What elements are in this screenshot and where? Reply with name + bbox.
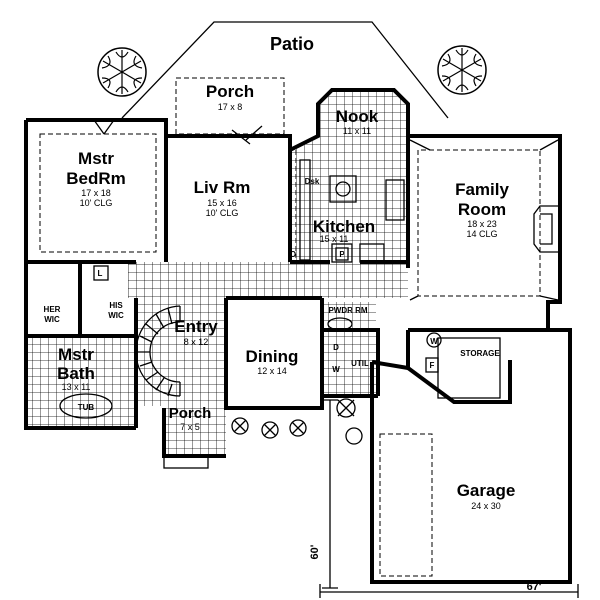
linen-label: L xyxy=(98,269,103,278)
tree-right-icon xyxy=(437,45,487,95)
kitchen-label: Kitchen xyxy=(313,217,375,236)
storage-label: STORAGE xyxy=(460,349,500,358)
rear-porch-label: Porch xyxy=(206,82,254,101)
liv-rm-ceiling: 10' CLG xyxy=(206,208,239,218)
family-label-2: Room xyxy=(458,200,506,219)
family-label-1: Family xyxy=(455,180,509,199)
her-wic-label-2: WIC xyxy=(44,315,60,324)
nook-label: Nook xyxy=(336,107,379,126)
oven-label: O xyxy=(290,250,296,259)
pantry-box xyxy=(335,247,349,261)
tree-left-icon xyxy=(97,47,147,97)
util-floor-tile xyxy=(324,302,376,396)
dsk-label: Dsk xyxy=(305,177,320,186)
his-wic-label-2: WIC xyxy=(108,311,124,320)
room-labels: Patio Porch 17 x 8 Nook 11 x 11 Mstr Bed… xyxy=(44,34,542,593)
mstr-bath-label-1: Mstr xyxy=(58,345,94,364)
garage-label: Garage xyxy=(457,481,516,500)
front-walk xyxy=(163,455,209,469)
tub-fixture xyxy=(59,393,113,419)
entry-floor-tile xyxy=(136,298,226,406)
dining-label: Dining xyxy=(246,347,299,366)
nook-size: 11 x 11 xyxy=(343,126,371,136)
washer-circle xyxy=(426,332,442,348)
family-size: 18 x 23 xyxy=(467,219,497,229)
entry-size: 8 x 12 xyxy=(184,337,209,347)
front-porch-tile xyxy=(164,398,226,456)
linen-box xyxy=(93,265,109,281)
mstr-bath-label-2: Bath xyxy=(57,364,95,383)
furnace-label: F xyxy=(430,361,435,370)
mstr-bed-label-1: Mstr xyxy=(78,149,114,168)
family-ceiling: 14 CLG xyxy=(466,229,497,239)
entry-label: Entry xyxy=(174,317,218,336)
width-dimension: 67' xyxy=(527,581,542,593)
garage-size: 24 x 30 xyxy=(471,501,501,511)
patio-label: Patio xyxy=(270,34,314,54)
dimension-lines xyxy=(319,399,579,598)
mstr-bed-label-2: BedRm xyxy=(66,169,126,188)
her-wic-label-1: HER xyxy=(44,305,61,314)
mstr-bed-ceiling: 10' CLG xyxy=(80,198,113,208)
util-label: UTIL xyxy=(351,359,369,368)
front-shrubs xyxy=(231,398,363,445)
dining-size: 12 x 14 xyxy=(257,366,287,376)
pwdr-sink-icon xyxy=(327,317,353,331)
spiral-stair-icon xyxy=(135,305,181,397)
his-wic-label-1: HIS xyxy=(109,301,123,310)
patio-outline xyxy=(121,21,449,119)
front-porch-label: Porch xyxy=(169,405,212,422)
liv-rm-size: 15 x 16 xyxy=(207,198,237,208)
furnace-box xyxy=(425,357,439,373)
pwdr-rm-label: PWDR RM xyxy=(328,306,367,315)
detail-lines xyxy=(39,77,559,577)
washer-label: W xyxy=(430,337,438,346)
front-porch-size: 7 x 5 xyxy=(180,422,200,432)
kitchen-size: 15 x 11 xyxy=(320,234,349,244)
tub-label: TUB xyxy=(78,403,95,412)
fridge-label: W xyxy=(332,365,340,374)
fireplace-icon xyxy=(533,205,561,253)
liv-rm-label: Liv Rm xyxy=(194,178,251,197)
rear-porch-size: 17 x 8 xyxy=(218,102,243,112)
mstr-bed-size: 17 x 18 xyxy=(81,188,111,198)
mstr-bath-size: 13 x 11 xyxy=(62,382,91,392)
depth-dimension: 60' xyxy=(309,544,321,559)
dryer-label: D xyxy=(333,343,339,352)
kitchen-fixtures xyxy=(299,159,405,263)
pantry-label: P xyxy=(339,250,345,259)
bath-floor-tile xyxy=(28,336,136,428)
